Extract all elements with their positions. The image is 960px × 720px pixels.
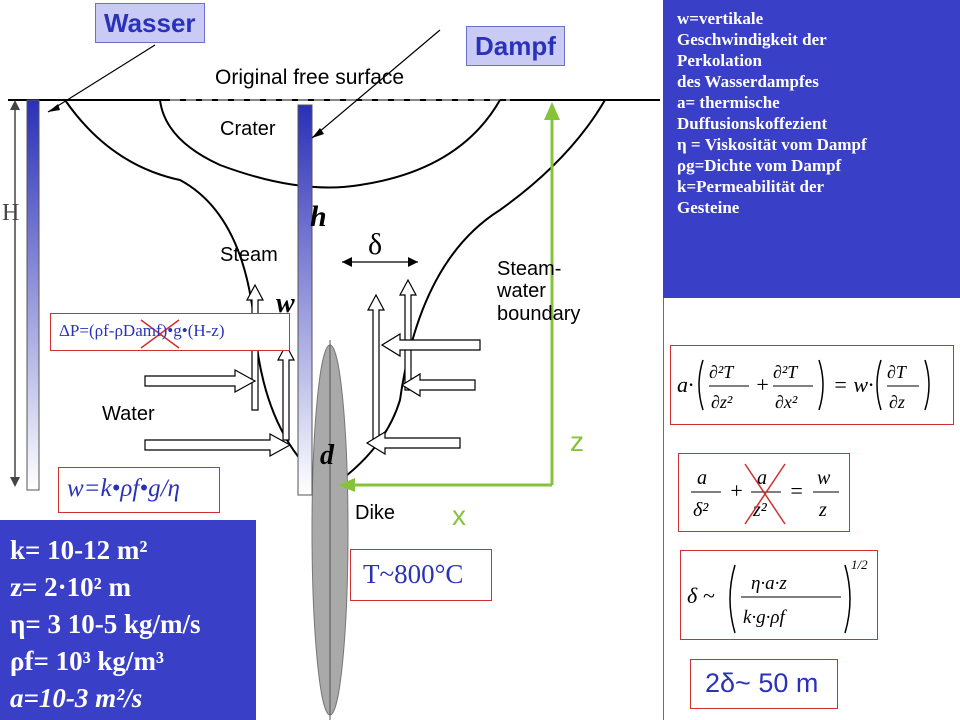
svg-text:w: w [817,467,831,489]
svg-text:a: a [757,467,767,489]
legend-line-6: Duffusionskoffezient [677,114,828,133]
steam-column-bar [297,104,313,496]
steam-water-boundary-label-3: boundary [497,303,581,325]
delta-equation-box: δ ~ η·a·z k·g·ρf 1/2 [680,550,878,640]
pressure-formula: ΔP=(ρf-ρDamf)•g•(H-z) [59,321,225,340]
pressure-strike [140,319,180,349]
legend-line-7: η = Viskosität vom Dampf [677,135,867,154]
heat-equation-box: a· ∂²T ∂z² + ∂²T ∂x² = w· ∂T ∂z [670,345,954,425]
legend-line-8: ρg=Dichte vom Dampf [677,156,842,175]
wasser-pointer [47,44,156,113]
steam-water-boundary-label-2: water [497,280,546,302]
svg-text:η·a·z: η·a·z [751,573,787,594]
svg-text:δ ~: δ ~ [687,583,715,608]
x-axis-label: x [452,500,466,531]
z-axis-label: z [570,426,584,457]
temperature-box: T~800°C [350,549,492,601]
w-formula: w=k•ρf•g/η [67,475,180,502]
legend-line-9: k=Permeabilität der [677,177,825,196]
water-column-bar [26,99,40,491]
result-value: 2δ~ 50 m [705,668,819,698]
legend-line-10: Gesteine [677,198,740,217]
svg-text:∂z: ∂z [889,392,905,412]
delta-label: δ [368,228,383,261]
scaling-equation: a δ² + a z² = w z [691,463,839,525]
w-formula-box: w=k•ρf•g/η [58,467,220,513]
param-a: a=10-3 m²/s [10,683,143,713]
param-eta: η= 3 10-5 kg/m/s [10,609,201,639]
svg-text:k·g·ρf: k·g·ρf [743,607,788,628]
result-box: 2δ~ 50 m [690,659,838,709]
svg-text:a·: a· [677,372,694,397]
scaling-equation-box: a δ² + a z² = w z [678,453,850,532]
x-axis-head [338,478,355,492]
svg-text:z: z [818,499,827,521]
parameters-panel: k= 10-12 m² z= 2·10² m η= 3 10-5 kg/m/s … [0,520,256,720]
svg-text:∂z²: ∂z² [711,392,733,412]
delta-arrow-right [408,257,418,267]
param-z: z= 2·10² m [10,572,131,602]
w-label: w [276,288,295,319]
d-label: d [320,440,334,471]
dampf-label: Dampf [466,26,565,66]
right-divider [663,298,664,720]
dike-label: Dike [355,502,396,524]
variable-legend-panel: w=vertikale Geschwindigkeit der Perkolat… [663,0,960,298]
H-label: H [2,200,20,226]
crater-outline [159,99,501,189]
legend-line-4: des Wasserdampfes [677,72,819,91]
h-label: h [310,200,327,233]
svg-text:1/2: 1/2 [851,557,868,572]
wasser-pointer-head [48,104,60,112]
water-inflow-arrows-right [365,332,481,456]
svg-text:+: + [755,372,770,397]
wasser-label: Wasser [95,3,205,43]
dampf-pointer [311,29,441,139]
diagram-canvas [8,29,660,720]
svg-text:+: + [729,478,744,503]
svg-text:=: = [789,478,804,503]
svg-text:∂x²: ∂x² [775,392,798,412]
dampf-pointer-head [312,128,324,138]
crater-label: Crater [220,118,276,140]
steam-water-boundary-label-1: Steam- [497,258,562,280]
svg-text:∂T: ∂T [887,362,908,382]
param-k: k= 10-12 m² [10,535,148,565]
delta-equation: δ ~ η·a·z k·g·ρf 1/2 [687,557,868,634]
temperature-value: T~800°C [363,559,464,589]
legend-line-3: Perkolation [677,51,762,70]
svg-text:= w·: = w· [833,372,874,397]
H-arrow-bottom [10,477,20,487]
steam-label: Steam [220,244,278,266]
water-inflow-arrows-left [144,368,292,458]
svg-text:z²: z² [752,499,768,521]
svg-text:a: a [697,467,707,489]
H-arrow-top [10,100,20,110]
legend-line-2: Geschwindigkeit der [677,30,827,49]
svg-text:∂²T: ∂²T [773,362,799,382]
z-axis-head [544,102,560,120]
param-rho: ρf= 10³ kg/m³ [10,646,165,676]
original-free-surface-label: Original free surface [215,66,405,89]
delta-arrow-left [342,257,352,267]
svg-text:δ²: δ² [693,499,709,521]
legend-line-5: a= thermische [677,93,780,112]
legend-line-1: w=vertikale [677,9,764,28]
water-label: Water [102,403,155,425]
svg-text:∂²T: ∂²T [709,362,735,382]
pressure-formula-box: ΔP=(ρf-ρDamf)•g•(H-z) [50,313,290,351]
heat-equation: a· ∂²T ∂z² + ∂²T ∂x² = w· ∂T ∂z [677,359,930,412]
